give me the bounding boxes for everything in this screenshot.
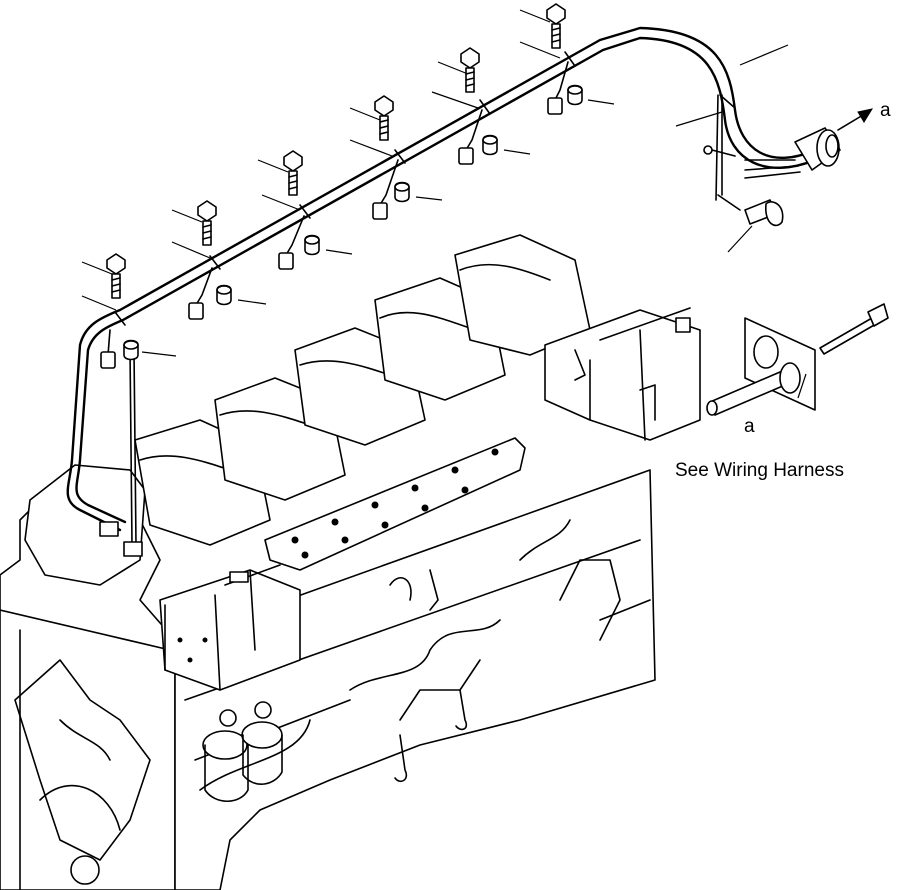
injector-bolts — [106, 3, 566, 299]
heater-terminal-rod — [706, 362, 801, 416]
direction-arrow-top — [837, 108, 874, 131]
see-wiring-harness-note: See Wiring Harness — [675, 460, 844, 481]
wiring-harness — [66, 26, 817, 557]
manifold-bolts — [291, 448, 499, 559]
arrow-ref-a-top: a — [880, 100, 891, 121]
injector-grommets — [123, 84, 583, 361]
engine-block — [0, 469, 656, 890]
bracket-bolt — [717, 194, 784, 227]
intake-heater-housing — [544, 307, 701, 441]
long-bolt — [819, 303, 889, 355]
arrow-ref-a-bottom: a — [744, 416, 755, 437]
valve-covers — [24, 234, 591, 586]
leader-lines — [81, 9, 807, 399]
harness-connector — [703, 127, 841, 179]
